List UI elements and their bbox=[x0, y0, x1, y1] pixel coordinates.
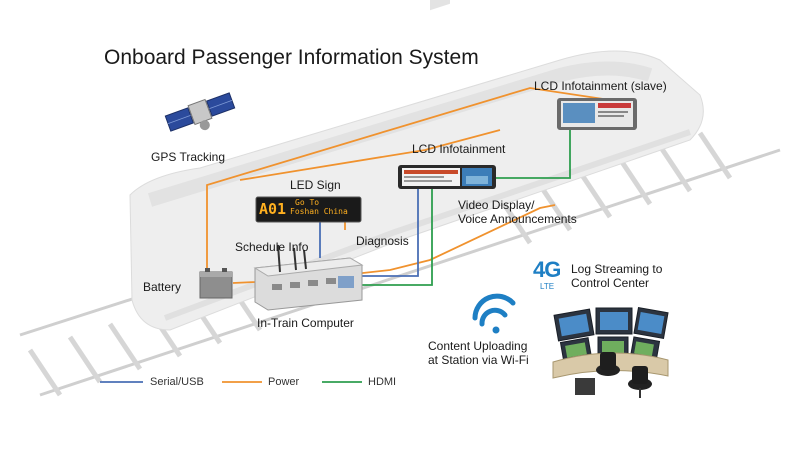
lte-icon: LTE bbox=[540, 282, 555, 291]
serial-usb-lines bbox=[319, 188, 419, 277]
led-sign-line-1: Go To bbox=[295, 198, 320, 207]
content-uploading-label-2: at Station via Wi-Fi bbox=[428, 353, 529, 367]
page-title: Onboard Passenger Information System bbox=[104, 46, 479, 69]
log-streaming-label-2: Control Center bbox=[571, 276, 650, 290]
battery-label: Battery bbox=[143, 280, 182, 294]
4g-icon: 4G bbox=[533, 257, 561, 282]
legend-serial-label: Serial/USB bbox=[150, 376, 204, 388]
schedule-info-label: Schedule Info bbox=[235, 240, 309, 254]
legend-hdmi-label: HDMI bbox=[368, 376, 397, 388]
log-streaming-label-1: Log Streaming to bbox=[571, 262, 663, 276]
control-center bbox=[552, 307, 669, 398]
led-sign-line-2: Foshan China bbox=[290, 207, 348, 216]
lcd-slave-label: LCD Infotainment (slave) bbox=[534, 79, 667, 93]
in-train-computer-label: In-Train Computer bbox=[257, 316, 354, 330]
hdmi-lines bbox=[360, 128, 571, 286]
lcd-infotainment-screen bbox=[398, 165, 496, 189]
legend-power-label: Power bbox=[268, 376, 300, 388]
lcd-infotainment-label: LCD Infotainment bbox=[412, 142, 506, 156]
voice-announcements-label: Voice Announcements bbox=[458, 212, 577, 226]
battery-icon bbox=[199, 268, 233, 299]
video-display-label: Video Display/ bbox=[458, 198, 535, 212]
wifi-icon bbox=[472, 293, 516, 334]
led-sign bbox=[255, 196, 362, 223]
in-train-computer bbox=[253, 244, 364, 311]
diagnosis-label: Diagnosis bbox=[356, 234, 409, 248]
gps-label: GPS Tracking bbox=[151, 150, 226, 164]
lcd-slave-screen bbox=[557, 98, 637, 130]
satellite-icon bbox=[164, 92, 236, 132]
led-sign-code: A01 bbox=[259, 200, 287, 218]
led-sign-label: LED Sign bbox=[290, 178, 341, 192]
content-uploading-label-1: Content Uploading bbox=[428, 339, 528, 353]
